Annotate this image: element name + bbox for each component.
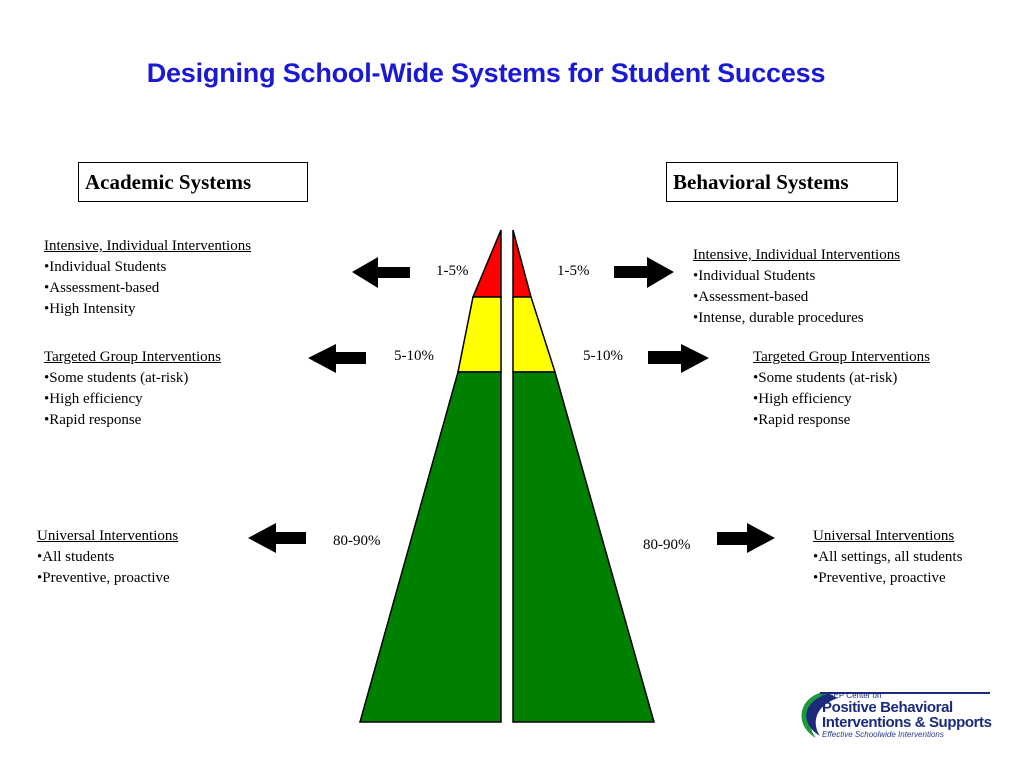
academic-tier-targeted xyxy=(457,296,502,373)
academic-tier-targeted-text: Targeted Group Interventions •Some stude… xyxy=(44,347,221,431)
behavioral-tier-universal xyxy=(512,371,655,723)
behavioral-percent-intensive: 1-5% xyxy=(557,263,590,279)
behavioral-percent-universal: 80-90% xyxy=(643,537,691,553)
arrow-left-icon xyxy=(308,344,366,373)
behavioral-tier-universal-text: Universal Interventions •All settings, a… xyxy=(813,526,962,589)
tier-item: •Assessment-based xyxy=(44,280,160,296)
logo-line: Positive Behavioral xyxy=(822,699,953,716)
behavioral-tier-intensive-text: Intensive, Individual Interventions •Ind… xyxy=(693,245,900,329)
tier-item: •Individual Students xyxy=(44,259,167,275)
logo-rule xyxy=(820,692,990,694)
tier-item: •All students xyxy=(37,549,115,565)
tier-item: •High efficiency xyxy=(753,391,852,407)
tier-item: •Intense, durable procedures xyxy=(693,310,864,326)
behavioral-tier-intensive xyxy=(512,229,532,298)
academic-tier-intensive xyxy=(471,229,502,298)
logo-line: OSEP Center on xyxy=(822,691,882,700)
logo-swoosh-icon xyxy=(801,692,834,738)
tier-item: •Assessment-based xyxy=(693,289,809,305)
tier-item: •Preventive, proactive xyxy=(37,570,170,586)
academic-systems-label: Academic Systems xyxy=(78,162,308,202)
academic-tier-universal xyxy=(359,371,502,723)
tier-heading: Intensive, Individual Interventions xyxy=(44,238,252,254)
tier-heading: Universal Interventions xyxy=(37,528,179,544)
arrow-right-icon xyxy=(614,257,674,288)
tier-item: •High Intensity xyxy=(44,301,136,317)
slide-title: Designing School-Wide Systems for Studen… xyxy=(146,58,826,88)
logo-line: Interventions & Supports xyxy=(822,714,992,731)
arrow-left-icon xyxy=(248,523,306,553)
academic-percent-targeted: 5-10% xyxy=(394,348,434,364)
academic-percent-universal: 80-90% xyxy=(333,533,381,549)
arrow-left-icon xyxy=(352,257,410,288)
behavioral-tier-targeted xyxy=(512,296,557,373)
tier-heading: Targeted Group Interventions xyxy=(44,349,221,365)
arrow-right-icon xyxy=(648,344,709,373)
logo-swoosh-icon xyxy=(806,694,838,736)
academic-pyramid xyxy=(359,229,502,723)
behavioral-tier-targeted-text: Targeted Group Interventions •Some stude… xyxy=(753,347,930,431)
tier-heading: Intensive, Individual Interventions xyxy=(693,247,901,263)
tier-item: •Individual Students xyxy=(693,268,816,284)
tier-heading: Universal Interventions xyxy=(813,528,955,544)
tier-item: •Rapid response xyxy=(44,412,142,428)
tier-item: •Rapid response xyxy=(753,412,851,428)
behavioral-systems-label: Behavioral Systems xyxy=(666,162,898,202)
tier-item: •Preventive, proactive xyxy=(813,570,946,586)
tier-heading: Targeted Group Interventions xyxy=(753,349,930,365)
behavioral-percent-targeted: 5-10% xyxy=(583,348,623,364)
pbis-logo xyxy=(801,692,990,738)
academic-percent-intensive: 1-5% xyxy=(436,263,469,279)
logo-line: Effective Schoolwide Interventions xyxy=(822,730,944,739)
academic-tier-universal-text: Universal Interventions •All students •P… xyxy=(37,526,178,589)
tier-item: •High efficiency xyxy=(44,391,143,407)
behavioral-pyramid xyxy=(512,229,655,723)
tier-item: •All settings, all students xyxy=(813,549,963,565)
academic-tier-intensive-text: Intensive, Individual Interventions •Ind… xyxy=(44,236,251,320)
tier-item: •Some students (at-risk) xyxy=(44,370,189,386)
pbis-logo-text: OSEP Center on Positive Behavioral Inter… xyxy=(822,691,992,739)
arrow-right-icon xyxy=(717,523,775,553)
tier-item: •Some students (at-risk) xyxy=(753,370,898,386)
